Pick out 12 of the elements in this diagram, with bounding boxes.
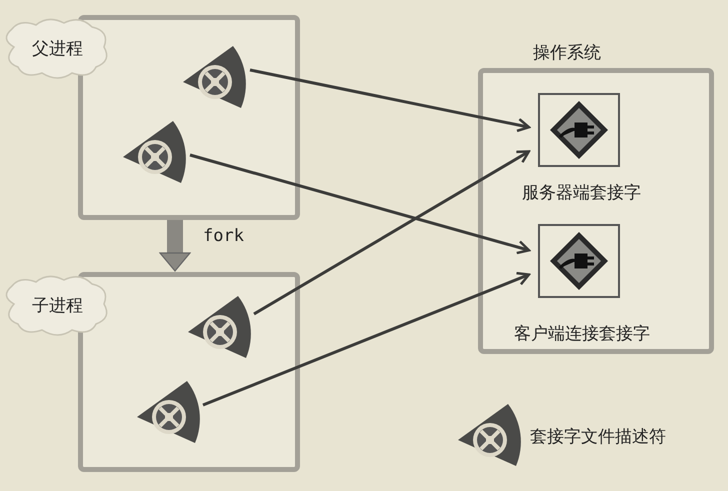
system-title: 操作系统 [533,42,601,64]
edge-label: fork [203,226,244,246]
fork-arrow [159,220,191,272]
process-title: 子进程 [32,295,83,317]
legend-text: 套接字文件描述符 [530,426,666,448]
process-title: 父进程 [32,38,83,60]
arrow [250,68,530,132]
arrow [253,150,530,316]
socket-label: 客户端连接套接字 [514,323,650,345]
socket-label: 服务器端套接字 [522,182,641,204]
arrow [190,154,530,254]
arrow [202,272,530,406]
